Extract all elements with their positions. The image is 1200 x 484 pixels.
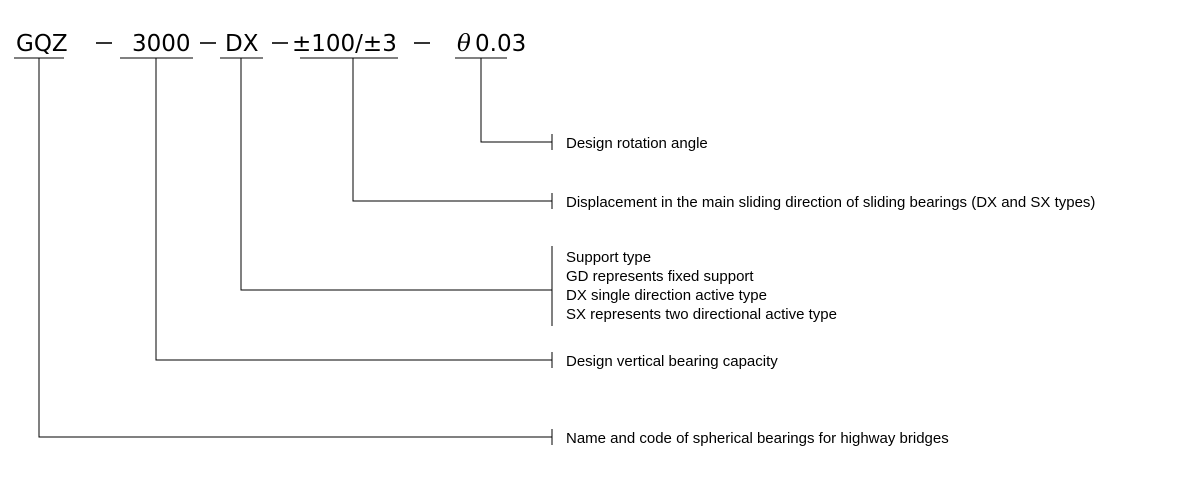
desc-rotation: Design rotation angle bbox=[566, 135, 708, 152]
code-rotation: 0.03 bbox=[475, 31, 526, 57]
leader-lines bbox=[38, 58, 553, 445]
desc-support-type-dx: DX single direction active type bbox=[566, 287, 767, 304]
code-type: DX bbox=[225, 31, 259, 57]
leader-name bbox=[38, 58, 552, 438]
code-displacement: ±100/±3 bbox=[292, 31, 397, 57]
desc-displacement: Displacement in the main sliding directi… bbox=[566, 194, 1095, 211]
leader-rotation bbox=[480, 58, 552, 143]
code-gqz: GQZ bbox=[16, 31, 68, 57]
descriptions: Design rotation angle Displacement in th… bbox=[566, 135, 1095, 447]
code-capacity: 3000 bbox=[132, 31, 191, 57]
designation-code: GQZ 3000 DX ±100/±3 θ 0.03 bbox=[14, 31, 526, 59]
desc-capacity: Design vertical bearing capacity bbox=[566, 353, 778, 370]
desc-support-type-title: Support type bbox=[566, 249, 651, 266]
desc-support-type-sx: SX represents two directional active typ… bbox=[566, 306, 837, 323]
leader-support-type bbox=[240, 58, 552, 291]
desc-support-type-gd: GD represents fixed support bbox=[566, 268, 754, 285]
leader-capacity bbox=[155, 58, 552, 361]
code-theta-symbol: θ bbox=[457, 31, 471, 57]
desc-name: Name and code of spherical bearings for … bbox=[566, 430, 949, 447]
leader-displacement bbox=[352, 58, 552, 202]
